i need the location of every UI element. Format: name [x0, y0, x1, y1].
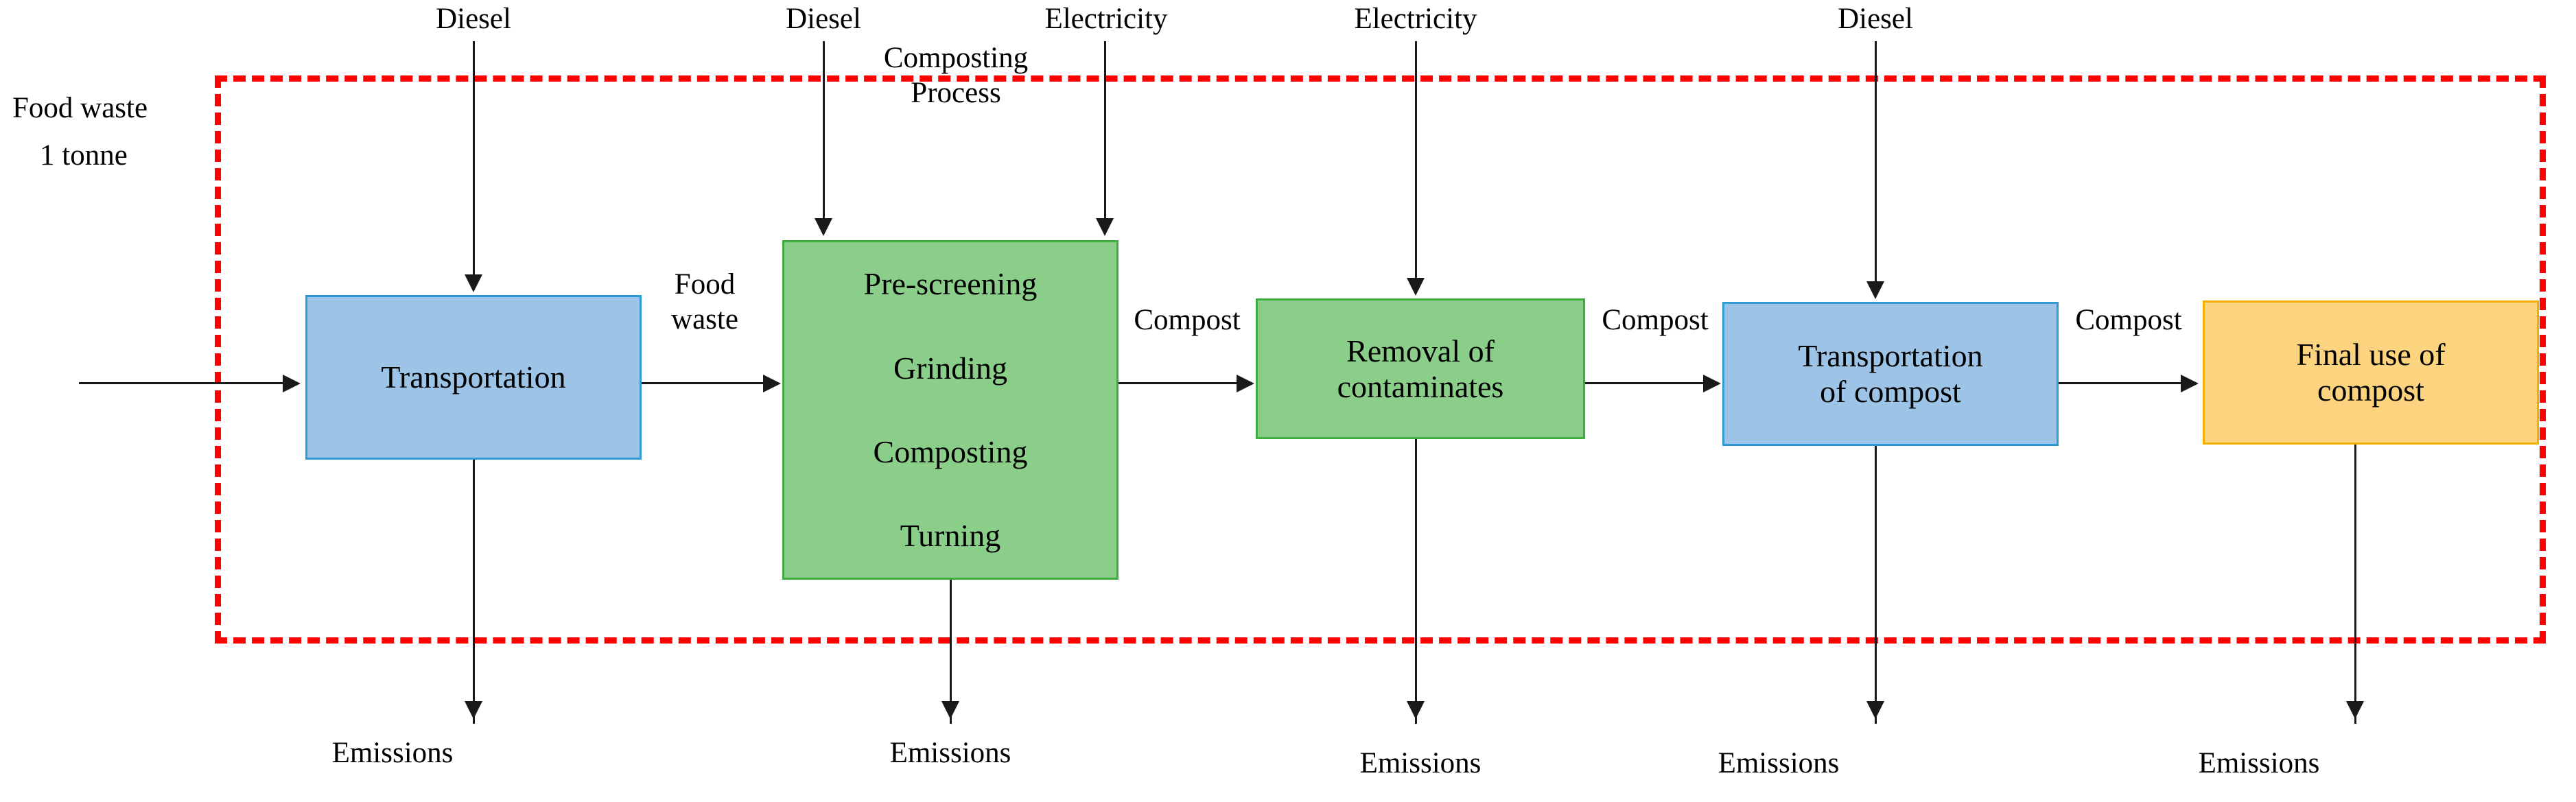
flow-food-waste-line-2: waste	[671, 303, 738, 335]
process-box-composting-process[interactable]: Pre-screening Grinding Composting Turnin…	[782, 240, 1119, 580]
composting-step-composting: Composting	[873, 434, 1028, 469]
label-emissions-3: Emissions	[1359, 747, 1482, 779]
output-line-emissions-1	[473, 460, 475, 724]
input-line-electricity-1	[1104, 41, 1106, 220]
input-line-electricity-2	[1415, 41, 1417, 280]
composting-process-caption: Composting Process	[884, 41, 1028, 110]
caption-line-2: Process	[911, 76, 1001, 109]
process-box-transportation-label: Transportation	[381, 359, 566, 395]
input-line-diesel-1	[473, 41, 475, 278]
flow-label-food-waste: Food waste	[671, 268, 738, 337]
output-line-emissions-5	[2354, 445, 2356, 724]
output-line-emissions-2	[950, 580, 952, 724]
flow-arrowhead-food-waste	[763, 375, 781, 392]
final-use-line-2: compost	[2317, 373, 2424, 408]
label-diesel-1: Diesel	[436, 3, 511, 35]
flow-food-waste-line-1: Food	[674, 268, 736, 300]
output-line-emissions-3	[1415, 439, 1417, 724]
flow-line-food-waste	[642, 382, 765, 384]
output-line-emissions-4	[1875, 446, 1877, 724]
food-waste-line-1: Food waste	[12, 92, 148, 124]
process-box-transportation[interactable]: Transportation	[305, 295, 642, 460]
composting-step-grinding: Grinding	[893, 350, 1008, 386]
input-arrowhead-diesel-3	[1866, 281, 1884, 299]
label-emissions-1: Emissions	[331, 737, 454, 769]
input-arrowhead-diesel-2	[815, 218, 832, 236]
output-arrowhead-emissions-5	[2346, 701, 2364, 719]
label-emissions-4: Emissions	[1718, 747, 1840, 779]
removal-label-line-2: contaminates	[1337, 368, 1504, 404]
flow-arrowhead-compost-1	[1237, 375, 1254, 392]
input-line-diesel-2	[823, 41, 825, 220]
composting-step-turning: Turning	[900, 518, 1001, 554]
input-arrowhead-electricity-1	[1096, 218, 1114, 236]
flow-label-compost-1: Compost	[1134, 304, 1241, 336]
input-arrowhead-diesel-1	[465, 274, 482, 292]
feed-arrowhead-food-waste	[283, 375, 301, 392]
label-electricity-1: Electricity	[1044, 3, 1168, 35]
flow-label-compost-2: Compost	[1602, 304, 1709, 336]
flow-arrowhead-compost-2	[1703, 375, 1721, 392]
output-arrowhead-emissions-4	[1866, 701, 1884, 719]
label-emissions-2: Emissions	[889, 737, 1011, 769]
food-waste-input-label: Food waste 1 tonne	[12, 91, 148, 173]
label-diesel-2: Diesel	[786, 3, 861, 35]
final-use-line-1: Final use of	[2296, 337, 2446, 373]
composting-step-pre-screening: Pre-screening	[863, 266, 1038, 302]
food-waste-line-2: 1 tonne	[40, 139, 128, 172]
flow-line-compost-3	[2059, 382, 2182, 384]
label-emissions-5: Emissions	[2198, 747, 2320, 779]
system-boundary	[215, 75, 2546, 644]
output-arrowhead-emissions-1	[465, 701, 482, 719]
output-arrowhead-emissions-2	[941, 701, 959, 719]
flow-line-compost-1	[1119, 382, 1239, 384]
caption-line-1: Composting	[883, 42, 1029, 74]
process-box-final-use-of-compost[interactable]: Final use of compost	[2203, 300, 2539, 445]
process-box-removal-of-contaminates[interactable]: Removal of contaminates	[1256, 298, 1585, 439]
input-line-diesel-3	[1875, 41, 1877, 283]
output-arrowhead-emissions-3	[1407, 701, 1425, 719]
removal-label-line-1: Removal of	[1346, 333, 1495, 368]
transport-compost-line-2: of compost	[1820, 374, 1961, 409]
process-box-transportation-of-compost[interactable]: Transportation of compost	[1722, 302, 2059, 446]
flow-label-compost-3: Compost	[2075, 304, 2182, 336]
label-electricity-2: Electricity	[1354, 3, 1477, 35]
input-arrowhead-electricity-2	[1407, 278, 1425, 296]
label-diesel-3: Diesel	[1838, 3, 1913, 35]
flow-arrowhead-compost-3	[2181, 375, 2199, 392]
transport-compost-line-1: Transportation	[1798, 338, 1983, 374]
flow-line-compost-2	[1585, 382, 1705, 384]
feed-line-food-waste	[79, 382, 285, 384]
